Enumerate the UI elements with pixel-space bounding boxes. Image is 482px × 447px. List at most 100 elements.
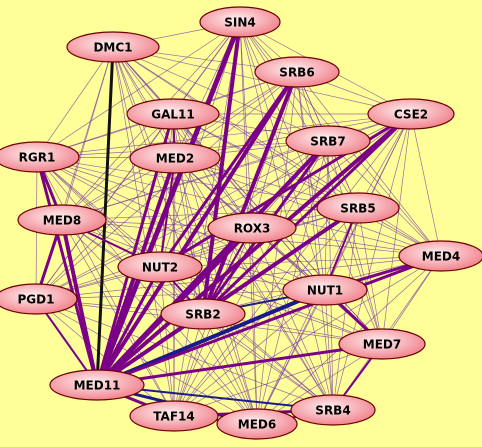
edge-pgd1-med6 <box>35 298 258 425</box>
strong-edge-nut2-med11 <box>95 265 162 387</box>
edge-rox3-srb4 <box>251 227 334 411</box>
node-med7[interactable]: MED7 <box>338 328 426 360</box>
node-label: MED4 <box>422 250 460 264</box>
edge-rgr1-nut1 <box>36 156 326 291</box>
edge-gal11-rox3 <box>172 113 253 229</box>
edge-srb5-pgd1 <box>35 207 359 300</box>
strong-edge-med4-med11 <box>95 254 443 387</box>
edge-srb6-med2 <box>174 71 298 159</box>
edge-srb5-taf14 <box>173 207 359 417</box>
edge-nut2-taf14 <box>159 266 175 417</box>
edge-dmc1-rgr1 <box>36 46 114 158</box>
node-ellipse <box>66 31 160 63</box>
edge-cse2-srb5 <box>357 113 412 209</box>
node-label: MED2 <box>156 152 194 166</box>
node-dmc1[interactable]: DMC1 <box>66 31 160 63</box>
node-ellipse <box>316 192 400 224</box>
node-srb2[interactable]: SRB2 <box>160 298 246 330</box>
edge-rgr1-med4 <box>36 156 442 257</box>
node-ellipse <box>0 283 78 315</box>
node-med11[interactable]: MED11 <box>49 369 145 401</box>
node-rox3[interactable]: ROX3 <box>207 212 297 244</box>
strong-edge-srb6-med11 <box>95 70 299 387</box>
edge-gal11-nut1 <box>172 113 326 291</box>
node-label: MED11 <box>74 379 121 393</box>
edge-med7-taf14 <box>173 343 383 417</box>
node-taf14[interactable]: TAF14 <box>129 400 219 432</box>
node-ellipse <box>282 274 368 306</box>
node-cse2[interactable]: CSE2 <box>367 98 455 130</box>
edge-dmc1-rox3 <box>112 46 253 229</box>
node-srb4[interactable]: SRB4 <box>290 394 376 426</box>
node-med2[interactable]: MED2 <box>129 142 221 174</box>
edge-med4-pgd1 <box>35 255 442 300</box>
strong-edge-cse2-srb2 <box>201 112 413 316</box>
node-ellipse <box>160 298 246 330</box>
edge-cse2-med7 <box>381 113 412 345</box>
edge-srb2-taf14 <box>173 313 204 417</box>
node-label: MED6 <box>238 418 276 432</box>
strong-edge-med2-nut2 <box>159 157 176 268</box>
edge-srb7-med7 <box>327 140 383 345</box>
edge-srb7-pgd1 <box>35 140 329 300</box>
node-label: DMC1 <box>93 41 132 55</box>
node-label: CSE2 <box>394 108 428 122</box>
node-ellipse <box>290 394 376 426</box>
node-label: SRB6 <box>279 66 314 80</box>
node-srb7[interactable]: SRB7 <box>285 125 371 157</box>
strong-edge-srb6-srb2 <box>201 70 299 316</box>
edge-rgr1-srb5 <box>36 156 359 209</box>
edge-dmc1-med4 <box>112 46 442 257</box>
node-rgr1[interactable]: RGR1 <box>0 141 80 173</box>
edge-med8-nut1 <box>61 219 326 291</box>
node-label: PGD1 <box>18 293 55 307</box>
edge-med4-taf14 <box>173 255 442 417</box>
node-nut2[interactable]: NUT2 <box>117 251 203 283</box>
node-srb5[interactable]: SRB5 <box>316 192 400 224</box>
edge-gal11-nut2 <box>159 113 174 268</box>
node-ellipse <box>126 98 220 130</box>
edge-dmc1-taf14 <box>112 46 175 417</box>
strong-edge-sin4-srb2 <box>201 20 242 316</box>
node-ellipse <box>216 408 298 440</box>
node-label: SRB2 <box>185 308 220 322</box>
node-label: MED7 <box>363 338 401 352</box>
strong-edge-srb5-med11 <box>95 206 360 387</box>
edge-cse2-srb4 <box>332 113 412 411</box>
edge-dmc1-srb7 <box>112 46 329 142</box>
strong-edge-cse2-med11 <box>95 112 413 387</box>
node-ellipse <box>338 328 426 360</box>
edge-nut1-srb4 <box>324 289 334 411</box>
node-ellipse <box>207 212 297 244</box>
node-srb6[interactable]: SRB6 <box>254 56 340 88</box>
node-nut1[interactable]: NUT1 <box>282 274 368 306</box>
node-med4[interactable]: MED4 <box>398 240 482 272</box>
node-label: SIN4 <box>224 16 256 30</box>
node-med6[interactable]: MED6 <box>216 408 298 440</box>
node-ellipse <box>285 125 371 157</box>
edge-srb2-med6 <box>202 313 258 425</box>
node-ellipse <box>0 141 80 173</box>
edge-sin4-nut1 <box>239 21 326 291</box>
node-pgd1[interactable]: PGD1 <box>0 283 78 315</box>
edge-med2-srb2 <box>174 157 204 315</box>
node-label: TAF14 <box>153 410 194 424</box>
edge-sin4-srb4 <box>239 21 334 411</box>
strong-edge-med7-med11 <box>95 342 384 387</box>
node-ellipse <box>398 240 482 272</box>
edge-srb6-rox3 <box>251 71 298 229</box>
node-label: SRB7 <box>310 135 345 149</box>
node-sin4[interactable]: SIN4 <box>199 6 281 38</box>
node-label: GAL11 <box>151 108 194 122</box>
node-label: SRB5 <box>340 202 375 216</box>
node-med8[interactable]: MED8 <box>17 204 107 236</box>
edge-srb6-med4 <box>296 71 442 257</box>
edge-gal11-med8 <box>61 113 174 221</box>
node-ellipse <box>49 369 145 401</box>
strong-edge-rgr1-med11 <box>35 155 99 387</box>
node-label: NUT1 <box>307 284 343 298</box>
edge-rgr1-taf14 <box>36 156 175 417</box>
node-gal11[interactable]: GAL11 <box>126 98 220 130</box>
node-ellipse <box>254 56 340 88</box>
